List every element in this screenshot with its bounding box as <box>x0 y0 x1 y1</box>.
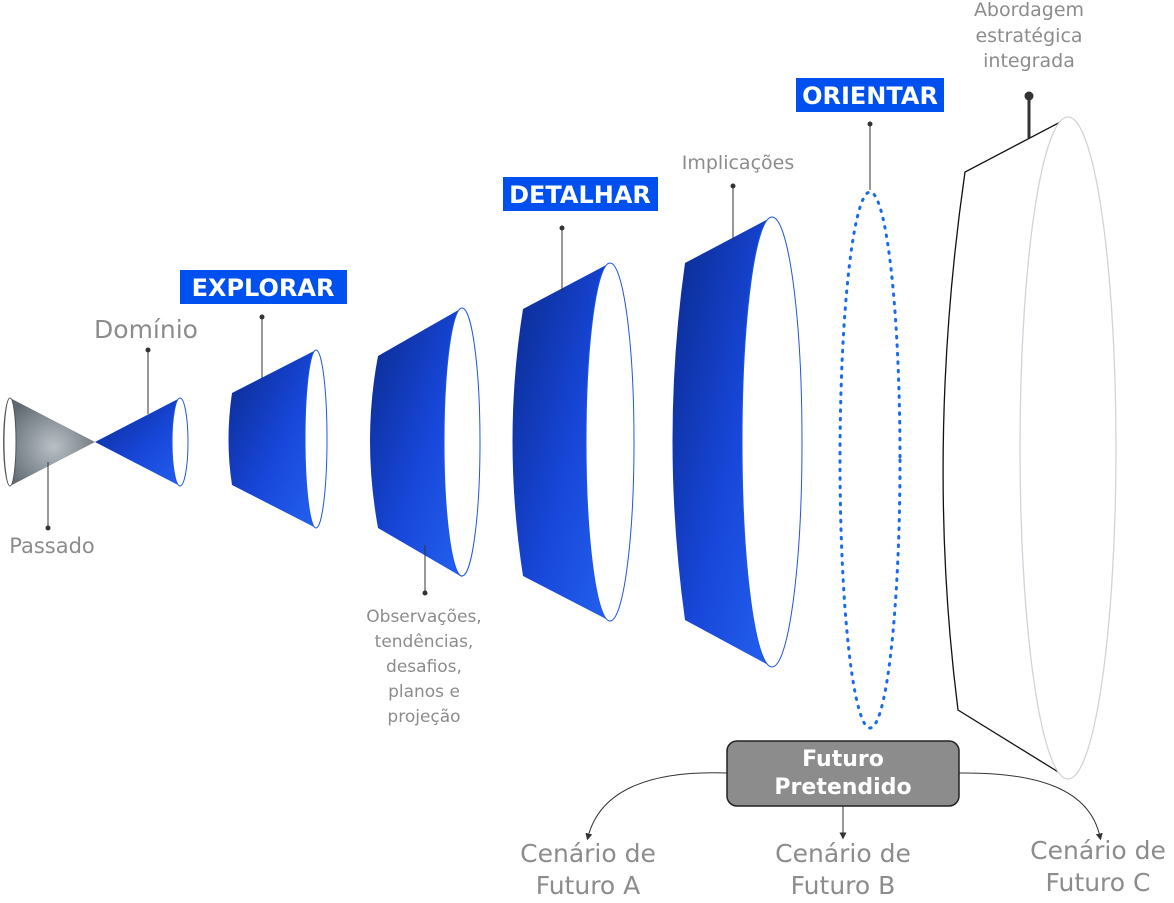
scenario-a-line: Futuro A <box>536 871 641 900</box>
label-abordagem-line: integrada <box>983 50 1075 72</box>
label-observacoes-line: tendências, <box>375 632 474 652</box>
label-observacoes-line: projeção <box>387 707 460 727</box>
label-abordagem: Abordagem estratégica integrada <box>974 0 1084 72</box>
future-box: Futuro Pretendido <box>726 740 960 807</box>
label-dominio: Domínio <box>94 315 198 344</box>
scenario-c-line: Futuro C <box>1046 868 1151 897</box>
orient-dotted-ring <box>838 121 902 730</box>
label-observacoes: Observações, tendências, desafios, plano… <box>366 607 481 727</box>
label-passado: Passado <box>9 534 95 558</box>
integrated-cone <box>942 91 1117 780</box>
scenario-c-line: Cenário de <box>1030 836 1166 865</box>
scenario-c: Cenário de Futuro C <box>1030 836 1166 897</box>
observations-cone <box>370 307 481 596</box>
scenario-b-line: Futuro B <box>791 871 896 900</box>
phase-label-explorar: EXPLORAR <box>192 274 335 302</box>
past-cone <box>3 397 95 531</box>
phase-badge-explorar: EXPLORAR <box>180 270 347 304</box>
scenario-b: Cenário de Futuro B <box>775 839 911 900</box>
phase-label-orientar: ORIENTAR <box>802 82 938 110</box>
domain-cone <box>95 347 189 487</box>
explore-cone <box>228 314 328 529</box>
label-abordagem-line: estratégica <box>975 25 1082 47</box>
phase-badge-detalhar: DETALHAR <box>503 177 658 211</box>
label-implicacoes: Implicações <box>682 152 794 174</box>
label-abordagem-line: Abordagem <box>974 0 1084 21</box>
label-observacoes-line: Observações, <box>366 607 481 627</box>
label-observacoes-line: planos e <box>388 682 460 702</box>
phase-badge-orientar: ORIENTAR <box>796 78 944 112</box>
implications-cone <box>672 183 803 668</box>
scenario-a: Cenário de Futuro A <box>520 839 656 900</box>
detail-cone <box>512 225 635 622</box>
label-observacoes-line: desafios, <box>386 657 462 677</box>
scenario-connectors <box>585 772 1103 841</box>
scenario-b-line: Cenário de <box>775 839 911 868</box>
scenario-a-line: Cenário de <box>520 839 656 868</box>
future-box-line1: Futuro <box>802 747 884 772</box>
phase-label-detalhar: DETALHAR <box>509 181 651 209</box>
future-box-line2: Pretendido <box>774 775 911 800</box>
